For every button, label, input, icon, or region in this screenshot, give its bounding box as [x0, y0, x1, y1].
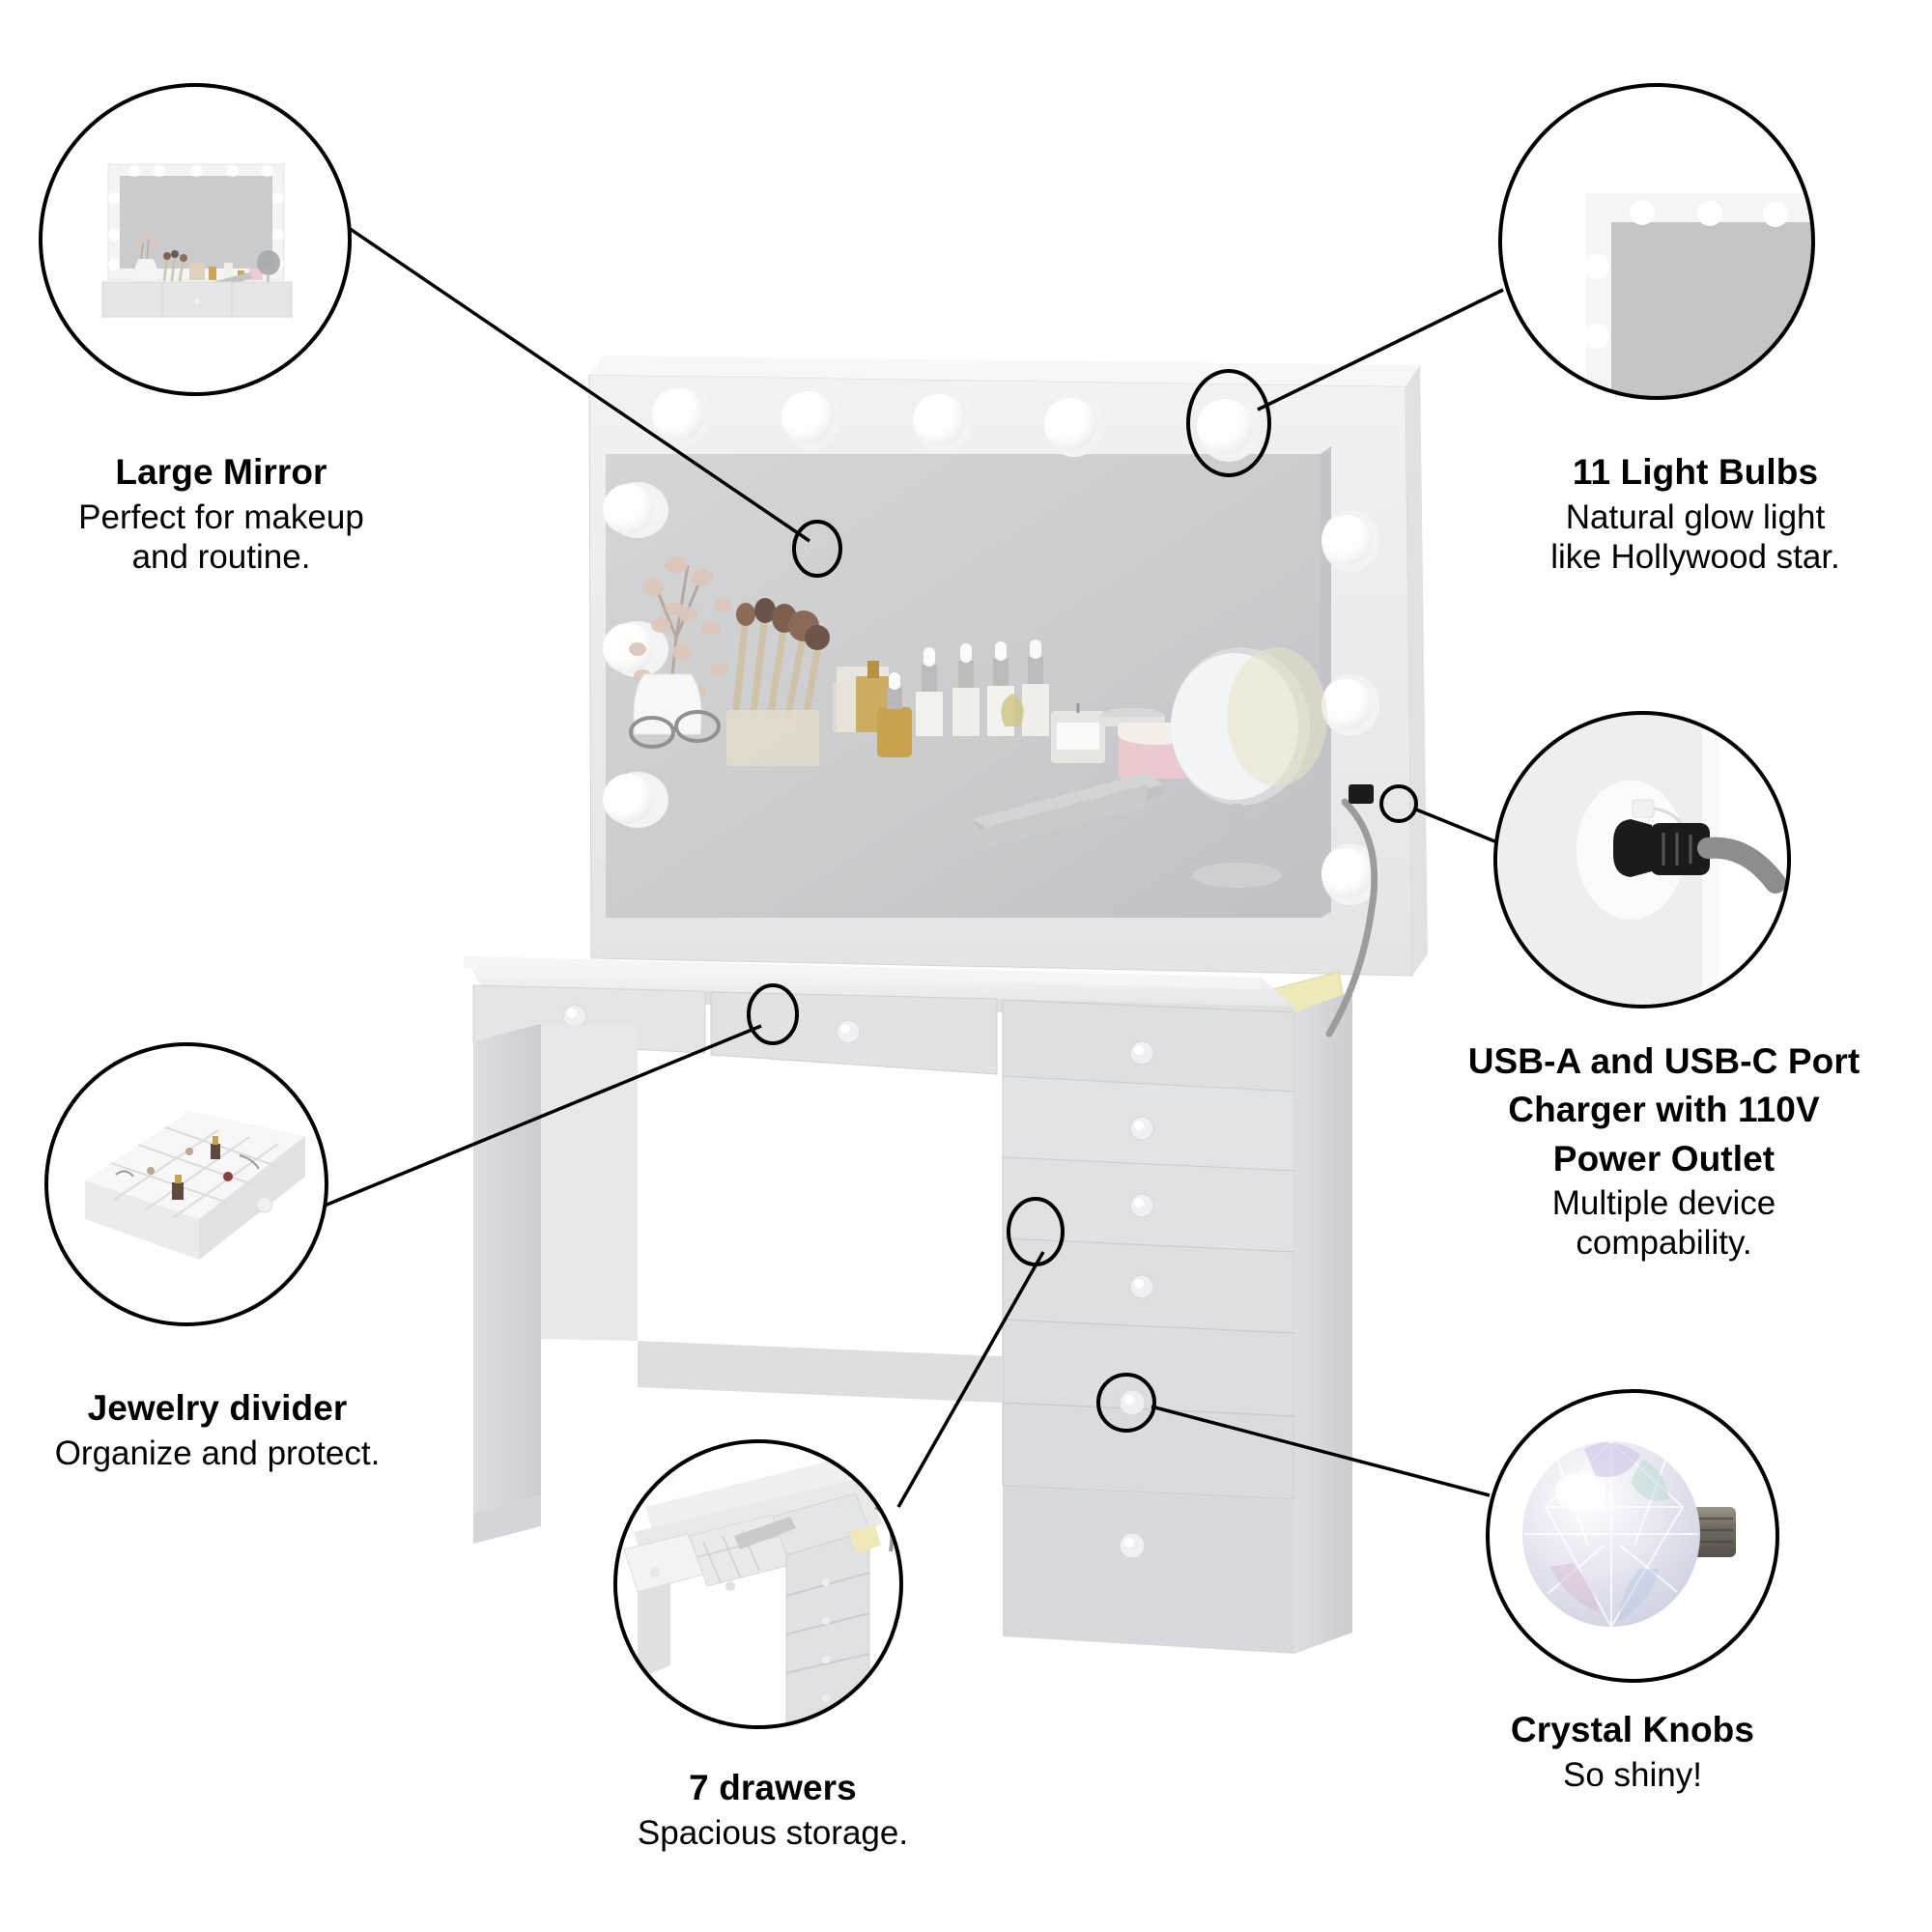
- detail-crystal-knob: [1486, 1389, 1779, 1683]
- callout-large-mirror-caption: Large Mirror Perfect for makeup and rout…: [14, 452, 429, 577]
- detail-circle-drawers: [613, 1439, 903, 1729]
- marker-crystal-knobs: [1096, 1373, 1156, 1433]
- candle-jar-icon: [1001, 694, 1165, 763]
- detail-drawers: [613, 1439, 903, 1729]
- leader-crystal-knobs: [1151, 1405, 1491, 1497]
- detail-circle-crystal-knob: [1486, 1389, 1779, 1683]
- light-bulb-top-1: [652, 384, 712, 447]
- crystal-knob-tower-2: [1129, 1193, 1154, 1218]
- callout-markers: [747, 369, 1418, 1433]
- callout-usb-power-title-line2: Charger with 110V: [1508, 1090, 1820, 1130]
- usb-port-icon: [1632, 799, 1655, 818]
- marker-drawers: [1007, 1197, 1065, 1266]
- detail-circle-jewelry: [44, 1042, 328, 1326]
- crystal-knob-drawer-1: [562, 1004, 587, 1029]
- leader-light-bulbs: [1257, 288, 1504, 412]
- callout-jewelry-desc-line1: Organize and protect.: [54, 1434, 381, 1472]
- eyeglasses-icon: [629, 710, 721, 749]
- callout-light-bulbs-title: 11 Light Bulbs: [1572, 452, 1819, 492]
- detail-circle-usb-power: [1493, 711, 1791, 1009]
- light-bulb-right-2: [1321, 674, 1379, 736]
- light-bulb-right-1: [1321, 510, 1379, 572]
- callout-drawers-caption: 7 drawers Spacious storage.: [580, 1768, 966, 1854]
- crystal-diamond-knob-icon: [1522, 1439, 1736, 1629]
- leader-drawers: [896, 1251, 1045, 1508]
- marker-large-mirror: [792, 520, 842, 578]
- callout-jewelry-title: Jewelry divider: [87, 1388, 348, 1428]
- callout-light-bulbs-caption: 11 Light Bulbs Natural glow light like H…: [1468, 452, 1922, 577]
- callout-crystal-knobs-desc-line1: So shiny!: [1563, 1755, 1702, 1794]
- detail-jewelry-divider: [44, 1042, 328, 1326]
- callout-leaders: [318, 206, 1504, 1508]
- callout-usb-power-title-line3: Power Outlet: [1552, 1138, 1776, 1179]
- marker-usb-power: [1379, 784, 1418, 823]
- light-bulb-right-3: [1321, 843, 1379, 905]
- white-vase-icon: [633, 673, 702, 735]
- desk-left-leg: [473, 1024, 1003, 1544]
- crystal-knob-drawer-2: [836, 1019, 861, 1044]
- callout-crystal-knobs-title: Crystal Knobs: [1510, 1710, 1755, 1749]
- detail-circle-light-bulbs: [1498, 83, 1815, 400]
- callout-large-mirror-desc-line1: Perfect for makeup: [78, 497, 364, 536]
- callout-light-bulbs-desc-line2: like Hollywood star.: [1550, 537, 1840, 576]
- crystal-knob-tower-4: [1119, 1389, 1146, 1416]
- callout-jewelry-caption: Jewelry divider Organize and protect.: [10, 1388, 425, 1474]
- power-plug-icon: [1613, 819, 1786, 894]
- amber-serum-bottle-icon: [877, 672, 912, 757]
- detail-usb-power: [1493, 711, 1791, 1009]
- light-bulb-top-2: [781, 386, 841, 450]
- callout-usb-power-title-line1: USB-A and USB-C Port: [1467, 1041, 1861, 1081]
- hair-straightener-icon: [964, 773, 1165, 854]
- cable-plug-icon: [1349, 784, 1374, 804]
- drawer-tower: [1002, 991, 1352, 1654]
- callout-usb-power-desc-line2: compability.: [1576, 1223, 1752, 1262]
- leader-large-mirror: [318, 206, 810, 543]
- callout-usb-power-caption: USB-A and USB-C Port Charger with 110V P…: [1401, 1038, 1927, 1263]
- crystal-knob-drawer-3: [1129, 1040, 1154, 1065]
- detail-light-bulbs: [1498, 83, 1815, 400]
- marker-jewelry: [747, 983, 799, 1045]
- light-bulbs-group: [603, 384, 1379, 905]
- light-bulb-top-3: [913, 389, 973, 453]
- makeup-brushes-icon: [726, 598, 830, 766]
- callout-crystal-knobs-caption: Crystal Knobs So shiny!: [1439, 1710, 1826, 1796]
- crystal-knob-tower-1: [1129, 1116, 1154, 1141]
- callout-drawers-title: 7 drawers: [689, 1768, 857, 1807]
- light-bulb-left-1: [603, 482, 668, 538]
- jewelry-tray-icon: [85, 1111, 305, 1260]
- desktop-items: [629, 556, 1346, 1025]
- power-cable: [1325, 798, 1378, 1037]
- crystal-knob-tower-5: [1119, 1532, 1146, 1559]
- light-bulb-top-5: [1197, 394, 1261, 462]
- detail-large-mirror: [39, 83, 352, 396]
- detail-circle-large-mirror: [39, 83, 352, 396]
- callout-large-mirror-title: Large Mirror: [115, 452, 327, 492]
- marker-light-bulbs: [1186, 369, 1271, 477]
- dropper-bottles-icon: [916, 639, 1049, 736]
- drawer-bank-upper: [472, 984, 1295, 1093]
- callout-light-bulbs-desc-line1: Natural glow light: [1565, 497, 1826, 536]
- light-bulb-top-4: [1044, 393, 1104, 457]
- vanity-product: [464, 355, 1428, 1654]
- leader-jewelry: [324, 1024, 762, 1208]
- callout-usb-power-desc-line1: Multiple device: [1551, 1184, 1776, 1223]
- crystal-knob-tower-3: [1129, 1274, 1154, 1299]
- light-bulb-left-3: [603, 772, 668, 828]
- leader-usb-power: [1415, 808, 1498, 844]
- callout-drawers-desc-line1: Spacious storage.: [637, 1813, 909, 1852]
- callout-large-mirror-desc-line2: and routine.: [131, 537, 311, 576]
- tabletop-round-mirror-icon: [1171, 647, 1327, 888]
